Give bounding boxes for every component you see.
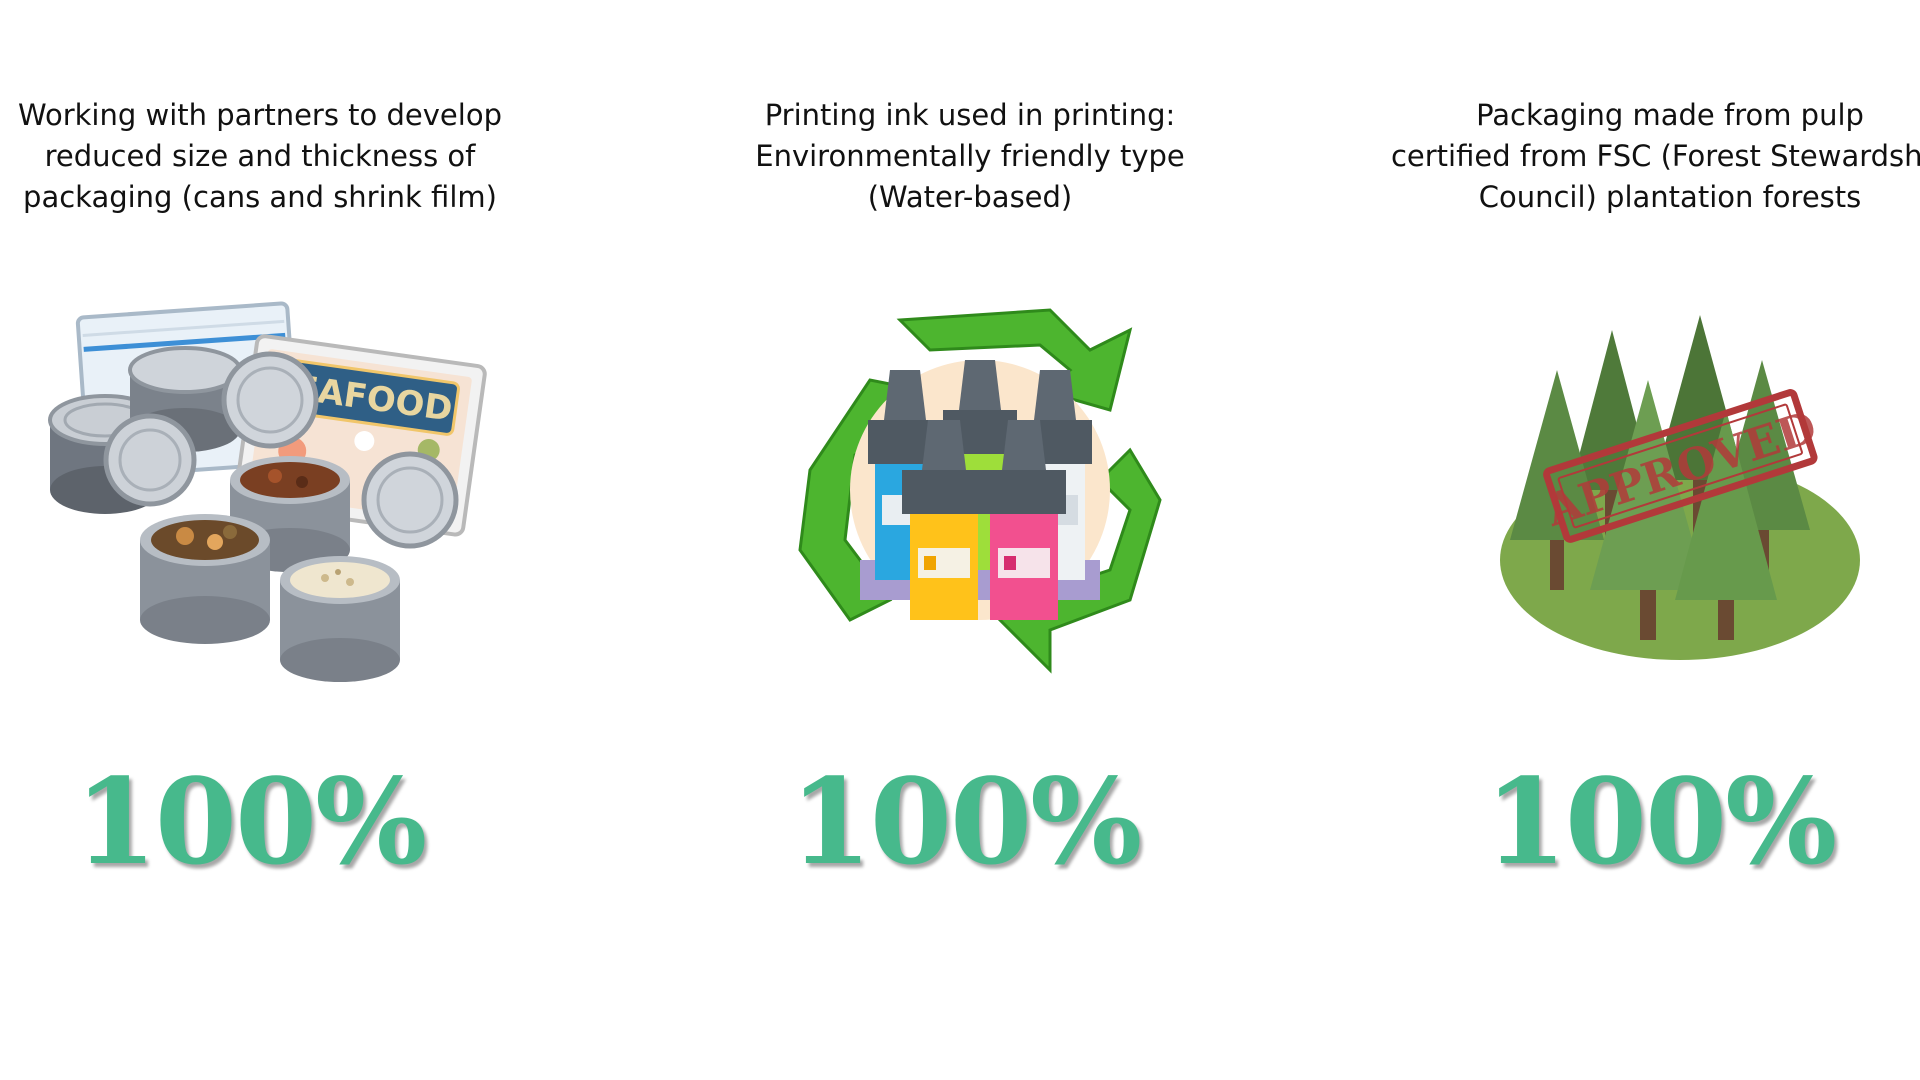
item-ink: Printing ink used in printing: Environme… — [640, 0, 1280, 1080]
caption-line: Packaging made from pulp — [1476, 98, 1864, 132]
item-caption: Printing ink used in printing: Environme… — [650, 95, 1290, 218]
caption-line: packaging (cans and shrink film) — [23, 180, 497, 214]
recycle-ink-bottles-icon — [798, 308, 1162, 674]
caption-line: (Water-based) — [867, 180, 1073, 214]
item-forest: Packaging made from pulp certified from … — [1280, 0, 1920, 1080]
canned-food-packaging-icon: SEAFOOD — [48, 301, 487, 682]
caption-line: Working with partners to develop — [18, 98, 502, 132]
percent-value: 100% — [74, 752, 427, 891]
percent-value: 100% — [789, 752, 1142, 891]
item-cans: Working with partners to develop reduced… — [0, 0, 640, 1080]
caption-line: certified from FSC (Forest Stewardship — [1390, 139, 1920, 173]
percent-value: 100% — [1484, 752, 1837, 891]
item-caption: Working with partners to develop reduced… — [0, 95, 630, 218]
caption-line: reduced size and thickness of — [44, 139, 476, 173]
caption-line: Council) plantation forests — [1478, 180, 1862, 214]
item-caption: Packaging made from pulp certified from … — [1350, 95, 1920, 218]
caption-line: Printing ink used in printing: — [764, 98, 1176, 132]
caption-line: Environmentally friendly type — [755, 139, 1185, 173]
approved-forest-icon: APPROVED — [1500, 315, 1860, 660]
